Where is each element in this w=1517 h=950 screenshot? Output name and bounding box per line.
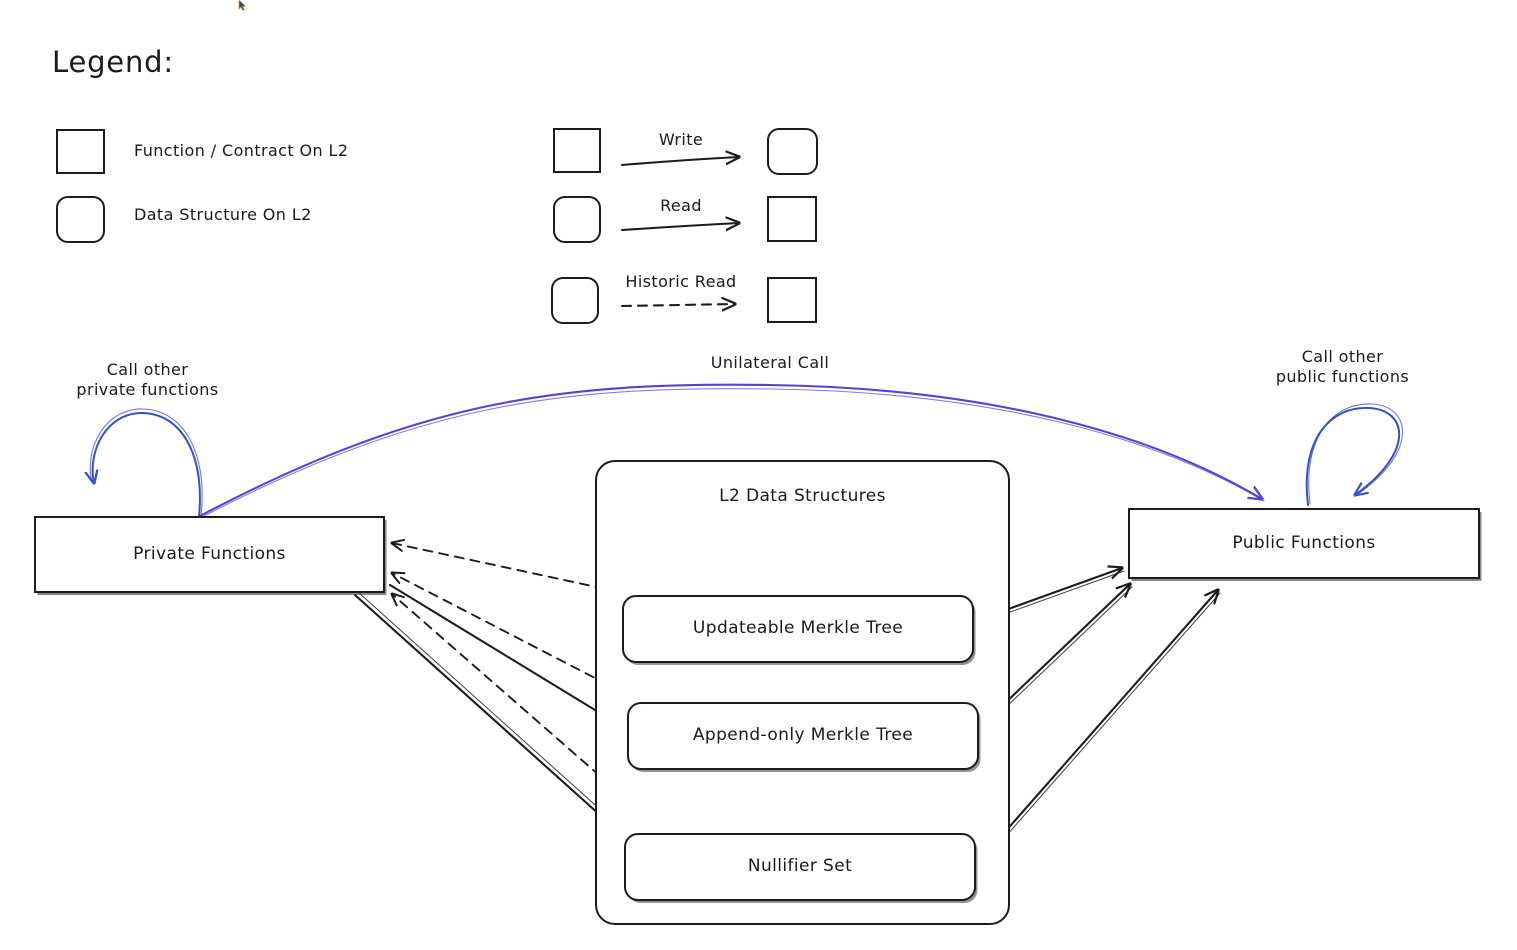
legend-write-source-swatch <box>553 128 601 173</box>
private-self-call-arrow <box>90 408 203 518</box>
legend-read-target-swatch <box>767 196 817 242</box>
legend-label-data-structure: Data Structure On L2 <box>134 205 312 224</box>
legend-label-historic-read: Historic Read <box>625 272 737 291</box>
node-nullifier-set-label: Nullifier Set <box>747 856 853 877</box>
node-public-functions[interactable]: Public Functions <box>1128 508 1480 579</box>
legend-title: Legend: <box>52 45 174 79</box>
legend-swatch-function-contract <box>56 129 105 174</box>
legend-arrow-write <box>620 157 739 167</box>
node-public-functions-label: Public Functions <box>1232 532 1376 553</box>
legend-label-function-contract: Function / Contract On L2 <box>134 141 349 160</box>
node-updateable-merkle-tree-label: Updateable Merkle Tree <box>692 618 904 639</box>
legend-historic-read-source-swatch <box>551 277 599 324</box>
node-append-only-merkle-tree[interactable]: Append-only Merkle Tree <box>627 702 979 770</box>
legend-read-source-swatch <box>553 196 601 243</box>
legend-historic-read-target-swatch <box>767 277 817 323</box>
node-append-only-merkle-tree-label: Append-only Merkle Tree <box>692 725 914 746</box>
arrow-append-only-historic-read-to-private <box>392 573 623 693</box>
legend-arrow-historic-read <box>620 304 735 306</box>
node-private-functions[interactable]: Private Functions <box>34 516 385 593</box>
arrow-private-write-to-append-only <box>388 583 618 724</box>
node-nullifier-set[interactable]: Nullifier Set <box>624 833 976 901</box>
legend-write-target-swatch <box>767 128 818 175</box>
arrow-updateable-historic-read-to-private <box>392 543 621 593</box>
node-updateable-merkle-tree[interactable]: Updateable Merkle Tree <box>622 595 974 663</box>
arrow-private-write-to-nullifier <box>353 591 624 833</box>
public-self-call-arrow <box>1305 403 1404 506</box>
legend-swatch-data-structure <box>56 196 105 243</box>
annotation-unilateral-call: Unilateral Call <box>710 353 830 372</box>
node-private-functions-label: Private Functions <box>133 543 286 564</box>
legend-arrow-read <box>620 223 739 232</box>
legend-label-write: Write <box>658 130 704 149</box>
cursor-artifact <box>238 0 247 11</box>
annotation-public-self-call: Call other public functions <box>1275 347 1410 386</box>
legend-label-read: Read <box>660 196 702 215</box>
container-l2-data-structures-label: L2 Data Structures <box>719 486 886 506</box>
annotation-private-self-call: Call other private functions <box>76 360 219 399</box>
arrow-public-nullifier-bidirectional <box>982 590 1221 862</box>
